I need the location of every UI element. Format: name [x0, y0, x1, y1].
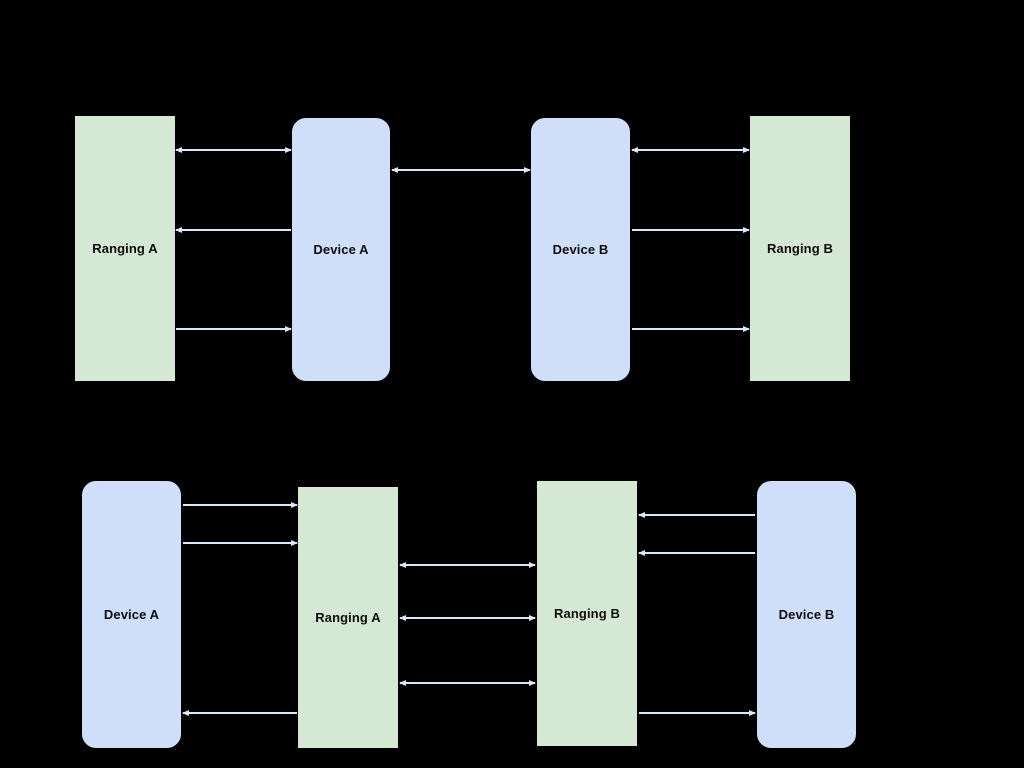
- edge-bot-ranging-a-to-bot-device-a: [182, 710, 297, 716]
- node-top-device-b[interactable]: Device B: [531, 118, 630, 381]
- edge-top-device-b-to-top-ranging-b: [632, 227, 750, 233]
- node-label: Ranging B: [554, 605, 620, 621]
- edge-shaft: [639, 712, 755, 714]
- arrowhead-right-icon: [524, 167, 531, 173]
- node-label: Ranging A: [315, 609, 381, 625]
- edge-shaft: [639, 514, 755, 516]
- node-bot-ranging-b[interactable]: Ranging B: [537, 481, 637, 746]
- edge-top-device-b-to-top-ranging-b: [632, 326, 750, 332]
- edge-bot-ranging-a-to-bot-ranging-b: [399, 562, 536, 568]
- edge-shaft: [639, 552, 755, 554]
- edge-shaft: [632, 328, 749, 330]
- edge-shaft: [176, 328, 291, 330]
- edge-top-ranging-a-to-top-device-a: [176, 326, 292, 332]
- edge-shaft: [632, 229, 749, 231]
- arrowhead-left-icon: [182, 710, 189, 716]
- node-label: Device B: [552, 241, 609, 257]
- node-label: Ranging A: [92, 240, 158, 256]
- node-top-ranging-b[interactable]: Ranging B: [750, 116, 850, 381]
- arrowhead-right-icon: [529, 680, 536, 686]
- arrowhead-right-icon: [743, 326, 750, 332]
- edge-bot-device-b-to-bot-ranging-b: [638, 550, 755, 556]
- arrowhead-left-icon: [399, 562, 406, 568]
- edge-shaft: [392, 169, 530, 171]
- node-bot-ranging-a[interactable]: Ranging A: [298, 487, 398, 748]
- node-label: Device A: [313, 241, 369, 257]
- arrowhead-left-icon: [638, 550, 645, 556]
- edge-bot-ranging-a-to-bot-ranging-b: [399, 615, 536, 621]
- edge-shaft: [400, 564, 535, 566]
- arrowhead-left-icon: [399, 680, 406, 686]
- edge-shaft: [400, 617, 535, 619]
- edge-bot-ranging-a-to-bot-ranging-b: [399, 680, 536, 686]
- edge-shaft: [176, 149, 291, 151]
- edge-shaft: [183, 712, 297, 714]
- edge-shaft: [400, 682, 535, 684]
- edge-shaft: [176, 229, 291, 231]
- arrowhead-right-icon: [285, 147, 292, 153]
- arrowhead-left-icon: [631, 147, 638, 153]
- node-label: Ranging B: [767, 240, 833, 256]
- node-bot-device-a[interactable]: Device A: [82, 481, 181, 748]
- edge-bot-device-a-to-bot-ranging-a: [183, 502, 298, 508]
- edge-bot-device-b-to-bot-ranging-b: [638, 512, 755, 518]
- node-bot-device-b[interactable]: Device B: [757, 481, 856, 748]
- node-label: Device B: [778, 606, 835, 622]
- edge-bot-ranging-b-to-bot-device-b: [639, 710, 756, 716]
- edge-bot-device-a-to-bot-ranging-a: [183, 540, 298, 546]
- arrowhead-left-icon: [391, 167, 398, 173]
- node-label: Device A: [103, 606, 160, 622]
- arrowhead-right-icon: [743, 147, 750, 153]
- node-top-device-a[interactable]: Device A: [292, 118, 390, 381]
- edge-top-ranging-a-to-top-device-a: [175, 147, 292, 153]
- arrowhead-left-icon: [175, 227, 182, 233]
- arrowhead-left-icon: [399, 615, 406, 621]
- arrowhead-right-icon: [291, 540, 298, 546]
- node-top-ranging-a[interactable]: Ranging A: [75, 116, 175, 381]
- edge-top-device-b-to-top-ranging-b: [631, 147, 750, 153]
- edge-top-device-a-to-top-ranging-a: [175, 227, 291, 233]
- arrowhead-right-icon: [529, 562, 536, 568]
- arrowhead-left-icon: [175, 147, 182, 153]
- edge-top-device-a-to-top-device-b: [391, 167, 531, 173]
- arrowhead-left-icon: [638, 512, 645, 518]
- arrowhead-right-icon: [749, 710, 756, 716]
- arrowhead-right-icon: [285, 326, 292, 332]
- edge-shaft: [632, 149, 749, 151]
- arrowhead-right-icon: [743, 227, 750, 233]
- edge-shaft: [183, 542, 297, 544]
- edge-shaft: [183, 504, 297, 506]
- arrowhead-right-icon: [529, 615, 536, 621]
- arrowhead-right-icon: [291, 502, 298, 508]
